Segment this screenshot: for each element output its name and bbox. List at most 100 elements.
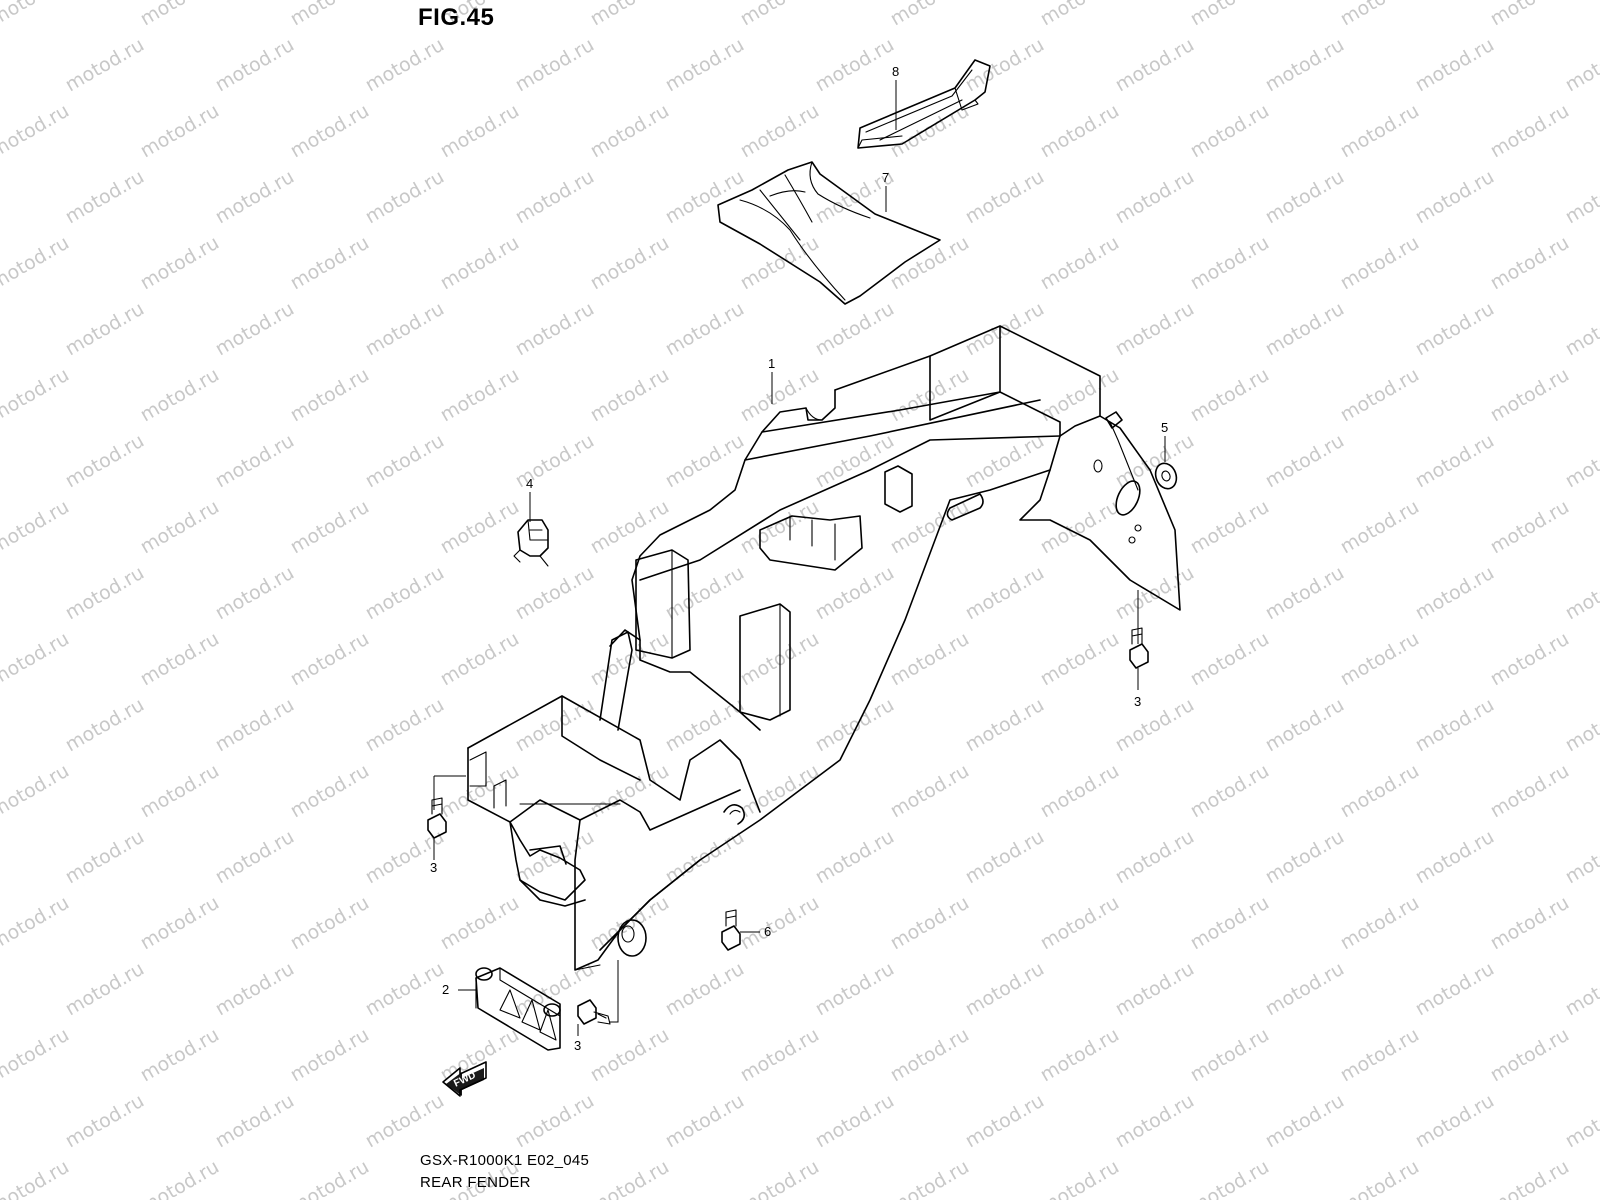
watermark-text: motod.ru: [1487, 232, 1573, 295]
leader-lines: [433, 80, 1166, 1036]
watermark-text: motod.ru: [1337, 100, 1423, 163]
watermark-text: motod.ru: [0, 100, 73, 163]
watermark-text: motod.ru: [362, 958, 448, 1021]
watermark-text: motod.ru: [62, 826, 148, 889]
watermark-text: motod.ru: [737, 1024, 823, 1087]
watermark-text: motod.ru: [437, 628, 523, 691]
watermark-text: motod.ru: [737, 892, 823, 955]
watermark-text: motod.ru: [1112, 34, 1198, 97]
watermark-text: motod.ru: [887, 760, 973, 823]
watermark-text: motod.ru: [362, 298, 448, 361]
watermark-text: motod.ru: [62, 166, 148, 229]
watermark-text: motod.ru: [1337, 892, 1423, 955]
watermark-text: motod.ru: [512, 694, 598, 757]
watermark-text: motod.ru: [512, 166, 598, 229]
callout-label: 3: [1134, 694, 1141, 709]
watermark-text: motod.ru: [512, 34, 598, 97]
part-8-strap: [857, 59, 991, 149]
watermark-text: motod.ru: [287, 760, 373, 823]
watermark-text: motod.ru: [1562, 430, 1600, 493]
callout-label: 6: [764, 924, 771, 939]
watermark-text: motod.ru: [62, 430, 148, 493]
watermark-text: motod.ru: [1487, 496, 1573, 559]
watermark-text: motod.ru: [362, 1090, 448, 1153]
watermark-text: motod.ru: [1112, 958, 1198, 1021]
watermark-text: motod.ru: [1037, 100, 1123, 163]
watermark-text: motod.ru: [1187, 232, 1273, 295]
watermark-text: motod.ru: [1187, 496, 1273, 559]
watermark-text: motod.ru: [212, 34, 298, 97]
watermark-text: motod.ru: [1262, 34, 1348, 97]
watermark-text: motod.ru: [1562, 958, 1600, 1021]
watermark-text: motod.ru: [1037, 628, 1123, 691]
watermark-text: motod.ru: [812, 958, 898, 1021]
watermark-text: motod.ru: [1187, 0, 1273, 30]
watermark-text: motod.ru: [1562, 1090, 1600, 1153]
watermark-text: motod.ru: [812, 298, 898, 361]
figure-title: FIG.45: [418, 4, 495, 31]
watermark-text: motod.ru: [737, 232, 823, 295]
watermark-text: motod.ru: [1337, 0, 1423, 30]
watermark-text: motod.ru: [62, 958, 148, 1021]
watermark-text: motod.ru: [1262, 166, 1348, 229]
watermark-text: motod.ru: [887, 628, 973, 691]
watermark-text: motod.ru: [62, 298, 148, 361]
watermark-text: motod.ru: [962, 166, 1048, 229]
watermark-text: motod.ru: [662, 430, 748, 493]
watermark-text: motod.ru: [1412, 958, 1498, 1021]
watermark-text: motod.ru: [1487, 1156, 1573, 1200]
watermark-text: motod.ru: [437, 496, 523, 559]
watermark-text: motod.ru: [587, 1156, 673, 1200]
watermark-text: motod.ru: [137, 364, 223, 427]
watermark-text: motod.ru: [137, 0, 223, 30]
watermark-text: motod.ru: [1262, 562, 1348, 625]
watermark-text: motod.ru: [287, 496, 373, 559]
watermark-text: motod.ru: [62, 562, 148, 625]
callout-label: 8: [892, 64, 899, 79]
watermark-text: motod.ru: [362, 166, 448, 229]
watermark-text: motod.ru: [1337, 1024, 1423, 1087]
watermark-text: motod.ru: [662, 562, 748, 625]
watermark-text: motod.ru: [962, 1090, 1048, 1153]
watermark-text: motod.ru: [362, 430, 448, 493]
watermark-text: motod.ru: [812, 562, 898, 625]
watermark-text: motod.ru: [962, 34, 1048, 97]
watermark-text: motod.ru: [587, 1024, 673, 1087]
watermark-text: motod.ru: [737, 0, 823, 30]
watermark-text: motod.ru: [287, 892, 373, 955]
watermark-text: motod.ru: [212, 562, 298, 625]
watermark-text: motod.ru: [362, 694, 448, 757]
watermark-text: motod.ru: [1112, 298, 1198, 361]
watermark-text: motod.ru: [737, 760, 823, 823]
callout-label: 7: [882, 170, 889, 185]
watermark-text: motod.ru: [737, 364, 823, 427]
watermark-text: motod.ru: [1037, 496, 1123, 559]
watermark-text: motod.ru: [662, 694, 748, 757]
watermark-text: motod.ru: [1337, 232, 1423, 295]
forward-arrow-icon: FWD: [442, 1061, 487, 1097]
watermark-text: motod.ru: [1112, 562, 1198, 625]
watermark-text: motod.ru: [887, 1024, 973, 1087]
watermark-text: motod.ru: [212, 826, 298, 889]
watermark-text: motod.ru: [287, 232, 373, 295]
watermark-text: motod.ru: [1412, 826, 1498, 889]
watermark-text: motod.ru: [962, 826, 1048, 889]
watermark-text: motod.ru: [1112, 826, 1198, 889]
figure-name: REAR FENDER: [420, 1174, 531, 1191]
watermark-text: motod.ru: [0, 628, 73, 691]
watermark-text: motod.ru: [662, 298, 748, 361]
part-1-rear-fender: [467, 325, 1181, 971]
watermark-text: motod.ru: [1112, 1090, 1198, 1153]
watermark-text: motod.ru: [212, 1090, 298, 1153]
watermark-text: motod.ru: [1562, 166, 1600, 229]
watermark-text: motod.ru: [1412, 166, 1498, 229]
watermark-text: motod.ru: [1262, 430, 1348, 493]
watermark-text: motod.ru: [137, 1024, 223, 1087]
watermark-text: motod.ru: [1112, 166, 1198, 229]
watermark-text: motod.ru: [212, 298, 298, 361]
watermark-text: motod.ru: [1562, 298, 1600, 361]
watermark-text: motod.ru: [1412, 694, 1498, 757]
watermark-text: motod.ru: [887, 232, 973, 295]
